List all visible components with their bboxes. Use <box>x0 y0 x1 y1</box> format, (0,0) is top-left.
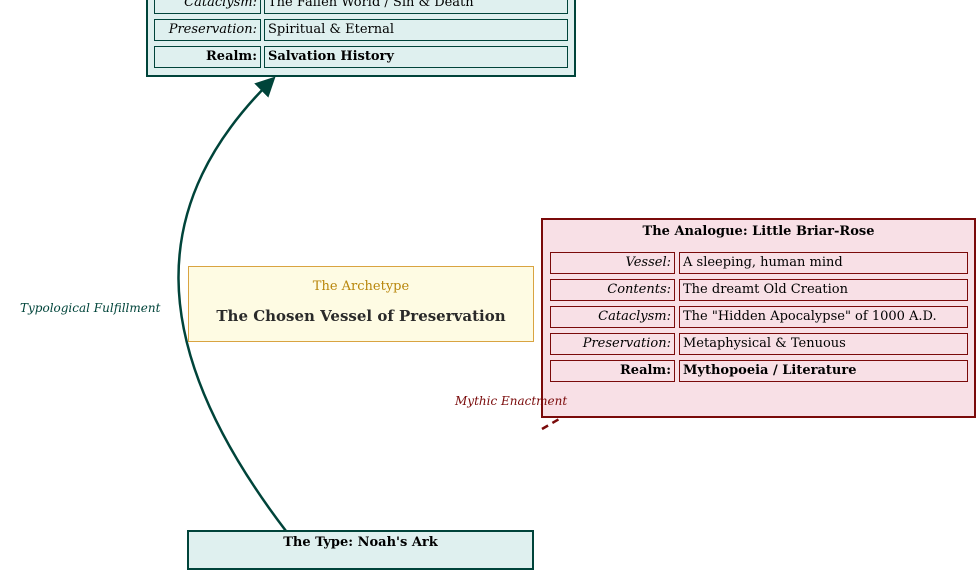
row-value: Metaphysical & Tenuous <box>679 333 968 355</box>
archetype-node: The Archetype The Chosen Vessel of Prese… <box>188 266 534 342</box>
edges-layer <box>177 76 609 532</box>
row-label: Realm: <box>154 46 261 68</box>
row-label: Preservation: <box>550 333 675 355</box>
row-label: Vessel: <box>550 252 675 274</box>
row-realm: Realm: Salvation History <box>154 46 569 68</box>
row-value: Mythopoeia / Literature <box>679 360 968 382</box>
row-label: Cataclysm: <box>154 0 261 14</box>
row-value: Salvation History <box>264 46 568 68</box>
row-label: Contents: <box>550 279 675 301</box>
row-value: The dreamt Old Creation <box>679 279 968 301</box>
row-value: A sleeping, human mind <box>679 252 968 274</box>
mythic-enactment-label: Mythic Enactment <box>455 394 568 408</box>
type-node: The Type: Noah's Ark <box>187 530 534 570</box>
type-title: The Type: Noah's Ark <box>283 535 438 550</box>
archetype-subtitle: The Archetype <box>312 279 410 294</box>
row-label: Preservation: <box>154 19 261 41</box>
row-cataclysm: Cataclysm: The Fallen World / Sin & Deat… <box>154 0 569 14</box>
row-value: The Fallen World / Sin & Death <box>264 0 568 14</box>
archetype-title: The Chosen Vessel of Preservation <box>216 307 506 325</box>
analogue-node: The Analogue: Little Briar-Rose Vessel: … <box>541 218 976 418</box>
row-value: The "Hidden Apocalypse" of 1000 A.D. <box>679 306 968 328</box>
row-value: Spiritual & Eternal <box>264 19 568 41</box>
antitype-node: Cataclysm: The Fallen World / Sin & Deat… <box>146 0 576 77</box>
row-label: Realm: <box>550 360 675 382</box>
typological-fulfillment-label: Typological Fulfillment <box>20 301 161 315</box>
row-label: Cataclysm: <box>550 306 675 328</box>
row-preservation: Preservation: Spiritual & Eternal <box>154 19 569 41</box>
analogue-title: The Analogue: Little Briar-Rose <box>642 224 875 239</box>
typological-fulfillment-edge <box>177 76 287 532</box>
